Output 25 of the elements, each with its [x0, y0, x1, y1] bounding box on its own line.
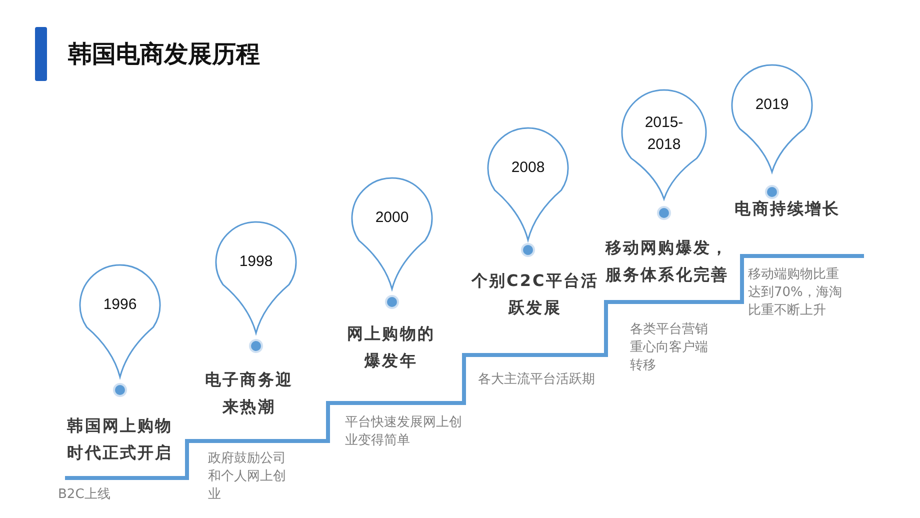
location-pin — [352, 178, 432, 289]
year-label: 2019 — [754, 96, 790, 114]
year-label: 1996 — [102, 296, 138, 314]
milestone-heading: 韩国网上购物时代正式开启 — [66, 415, 174, 464]
stage-description: 政府鼓励公司和个人网上创业 — [208, 450, 287, 504]
stage-description: B2C上线 — [58, 486, 112, 504]
milestone-heading: 网上购物的爆发年 — [347, 323, 435, 372]
milestone-heading: 移动网购爆发，服务体系化完善 — [604, 237, 730, 286]
year-label: 2008 — [510, 159, 546, 177]
stage-description: 各类平台营销重心向客户端转移 — [630, 321, 709, 375]
location-pin — [732, 65, 812, 172]
milestone-heading: 个别C2C平台活跃发展 — [470, 270, 600, 319]
location-pin — [216, 222, 296, 333]
milestone-heading: 电子商务迎来热潮 — [205, 369, 293, 418]
year-label: 2015-2018 — [644, 113, 684, 155]
year-label: 1998 — [238, 253, 274, 271]
location-pin — [622, 90, 706, 199]
stage-description: 各大主流平台活跃期 — [478, 371, 596, 389]
stage-description: 平台快速发展网上创业变得简单 — [345, 414, 463, 450]
page-title: 韩国电商发展历程 — [68, 39, 260, 70]
location-pin — [488, 128, 568, 240]
milestone-heading: 电商持续增长 — [734, 198, 842, 220]
location-pin — [80, 265, 160, 377]
stage-description: 移动端购物比重达到70%，海淘比重不断上升 — [748, 266, 843, 320]
year-label: 2000 — [374, 209, 410, 227]
